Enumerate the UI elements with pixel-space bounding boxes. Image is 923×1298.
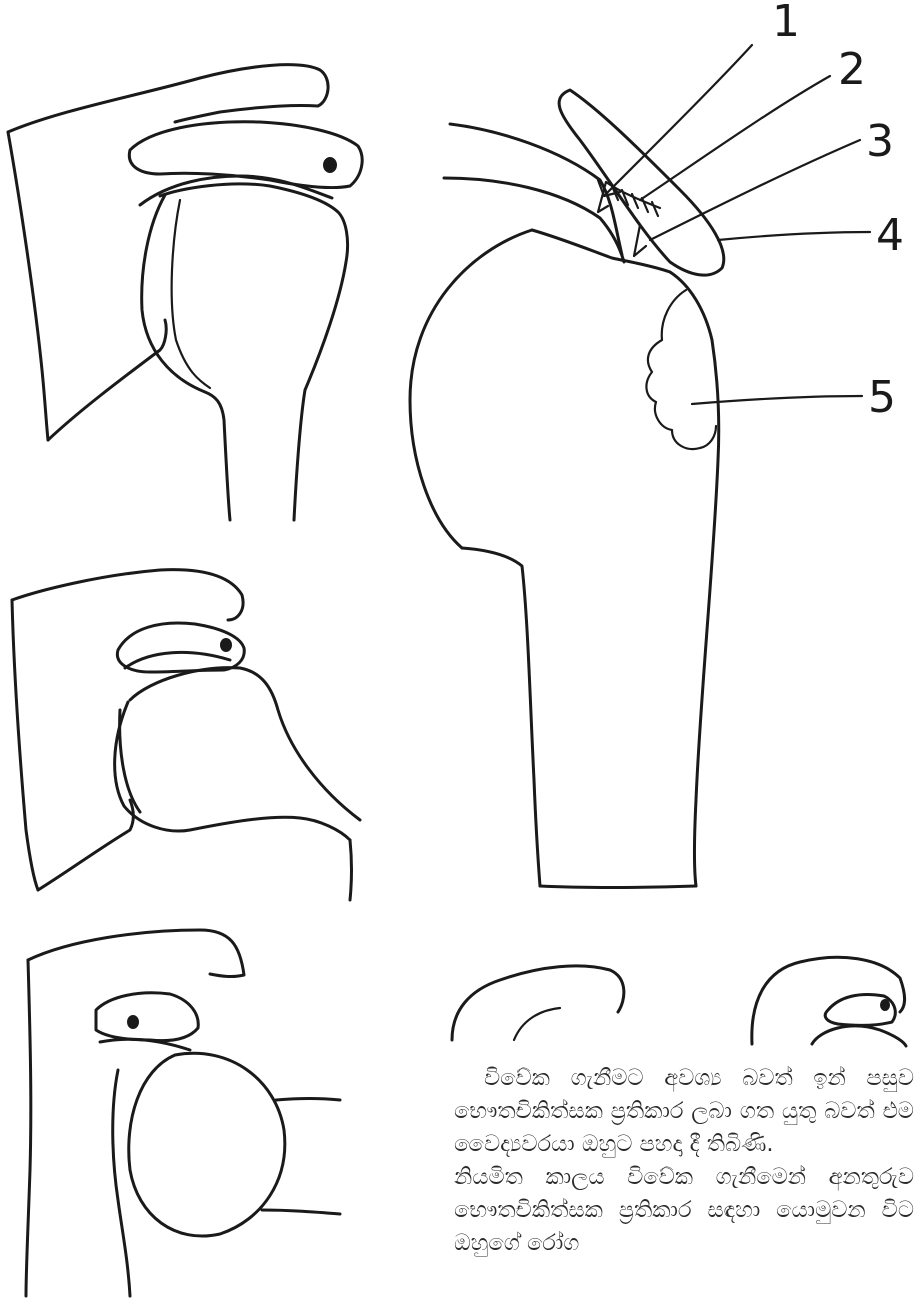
shoulder-sketch-top-left bbox=[8, 65, 362, 520]
caption-paragraph-2: නියමිත කාලය විවේක ගැනීමෙන් අනතුරුව භෞතචි… bbox=[454, 1161, 914, 1260]
caption-text: විවේක ගැනීමට අවශ්‍ය බවත් ඉන් පසුව භෞතචික… bbox=[454, 1062, 914, 1260]
partial-sketches-bottom-right bbox=[452, 957, 906, 1046]
caption-paragraph-1: විවේක ගැනීමට අවශ්‍ය බවත් ඉන් පසුව භෞතචික… bbox=[454, 1062, 914, 1161]
shoulder-sketch-middle-left bbox=[12, 570, 360, 900]
humerus-diagram-main bbox=[410, 45, 870, 888]
callout-5: 5 bbox=[868, 372, 896, 423]
callout-1: 1 bbox=[772, 0, 800, 47]
shoulder-sketch-bottom-left bbox=[26, 930, 340, 1296]
callout-2: 2 bbox=[838, 44, 866, 95]
callout-3: 3 bbox=[866, 116, 894, 167]
callout-4: 4 bbox=[876, 210, 904, 261]
